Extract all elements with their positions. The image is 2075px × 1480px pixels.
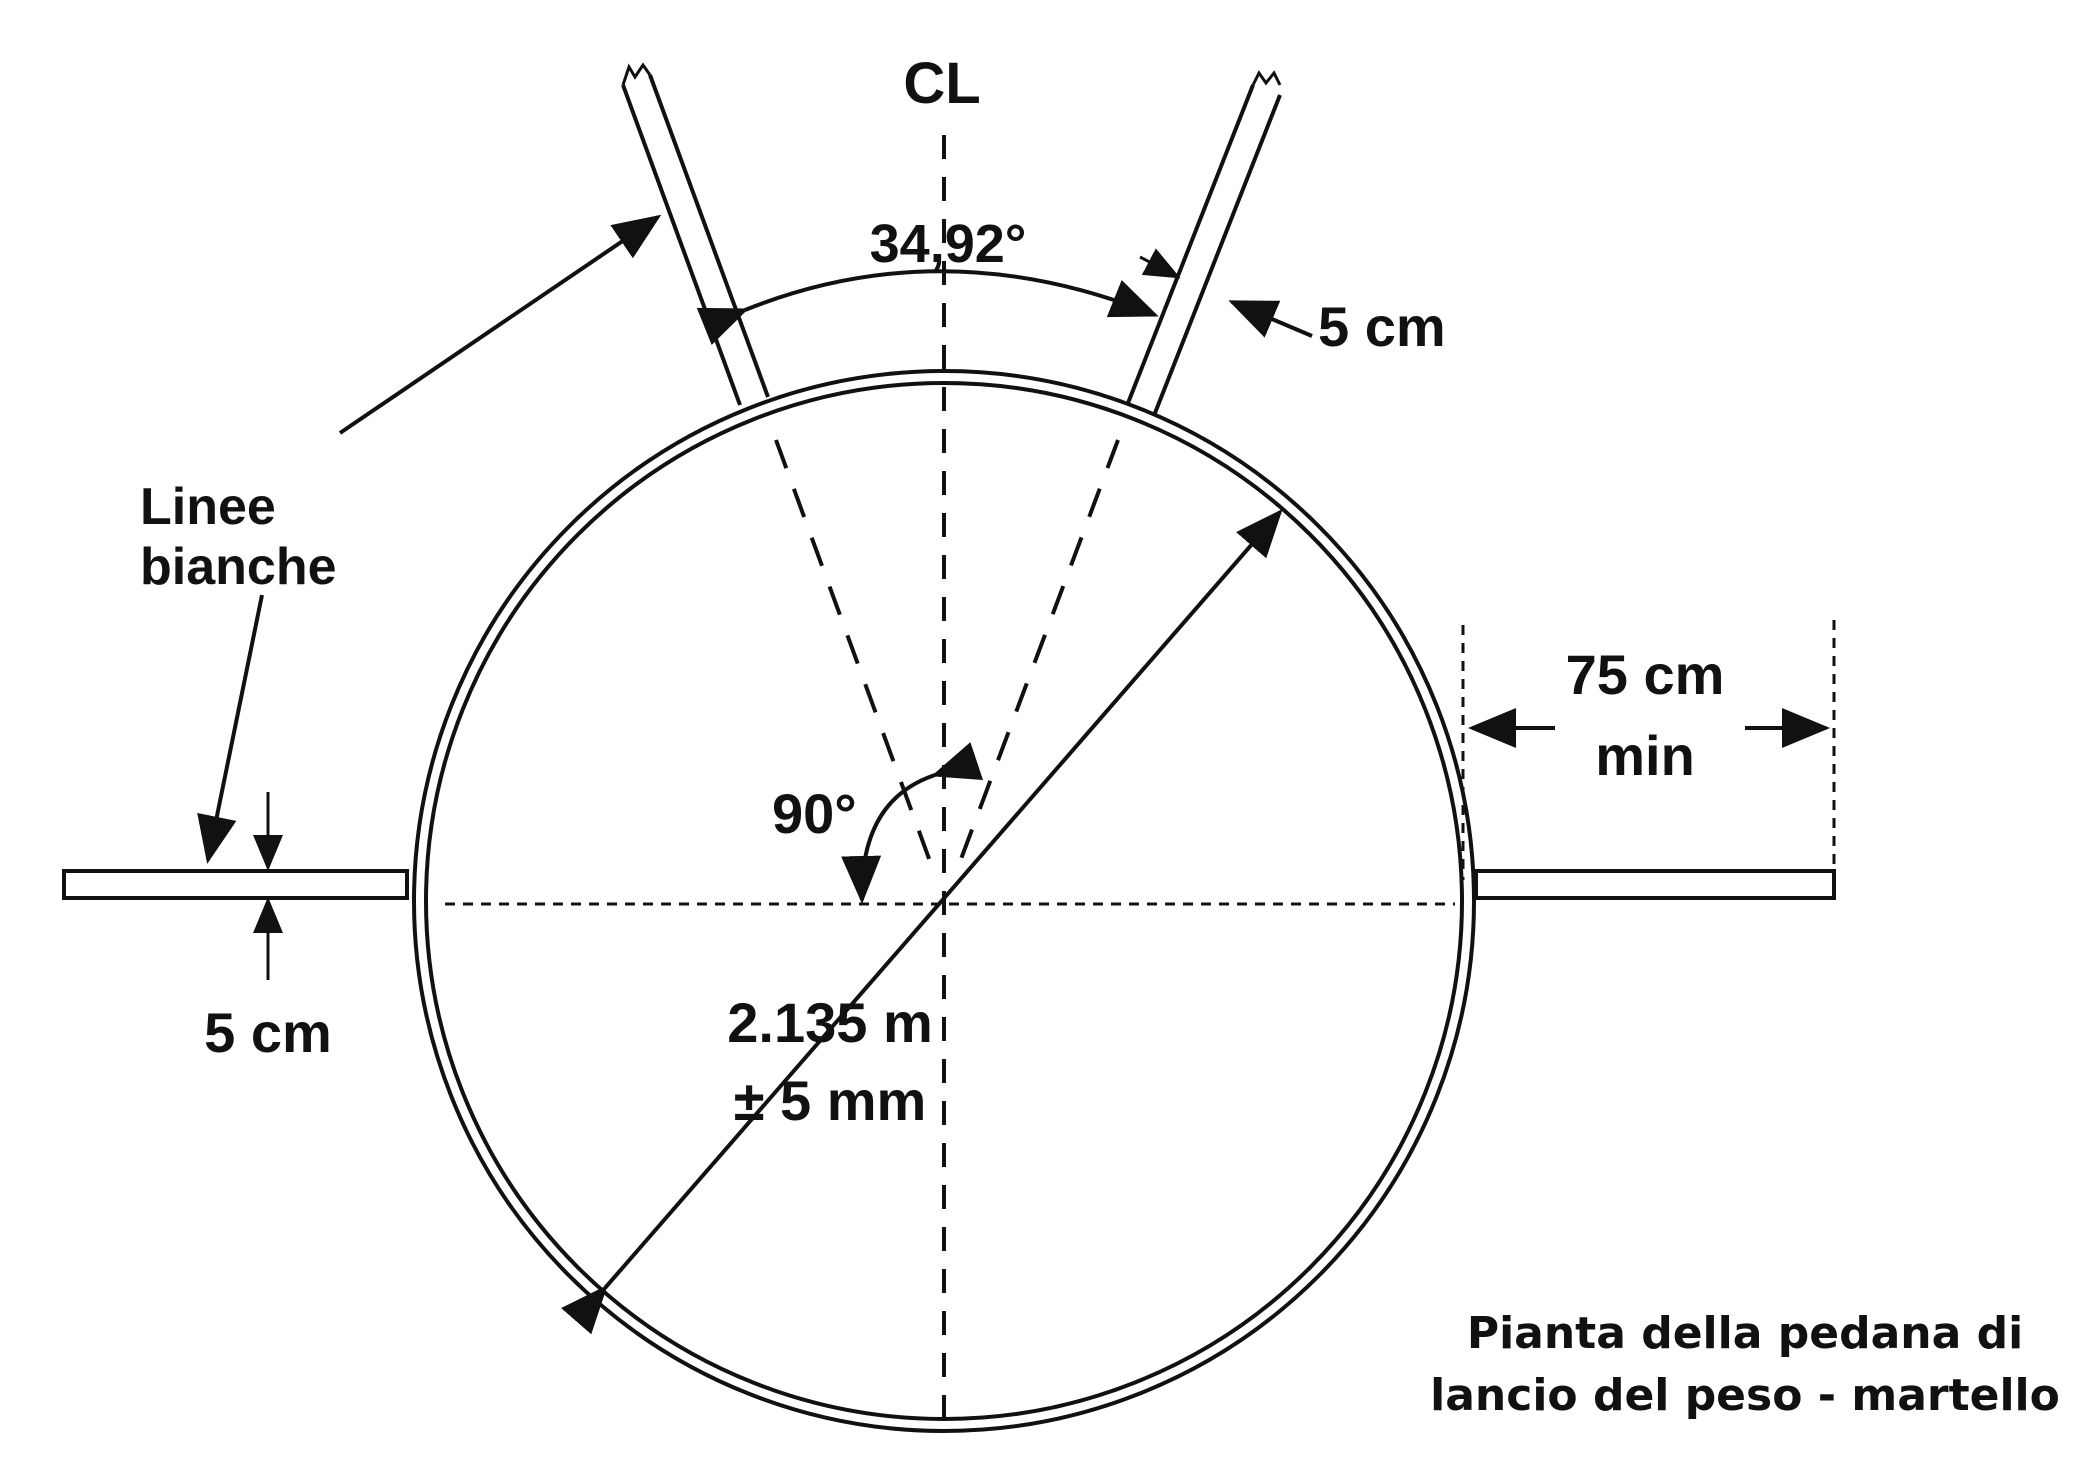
label-line-width-top: 5 cm <box>1318 295 1446 358</box>
right-angle-arc <box>841 742 984 904</box>
label-white-lines-2: bianche <box>140 538 337 596</box>
white-line-left <box>62 869 409 900</box>
white-lines-pointer-top <box>338 214 662 435</box>
caption-line-2: lancio del peso - martello <box>1430 1370 2060 1421</box>
label-centerline: CL <box>903 51 980 116</box>
label-white-lines-1: Linee <box>140 478 276 536</box>
circle-rim-outer <box>412 369 1476 1433</box>
label-line-width-left: 5 cm <box>204 1001 332 1064</box>
width-arrow-top-b <box>1228 300 1313 338</box>
caption-line-1: Pianta della pedana di <box>1467 1308 2023 1359</box>
white-lines-pointer-left <box>197 594 264 864</box>
sector-extension-right <box>953 439 1120 876</box>
white-line-right <box>1474 869 1836 900</box>
label-diameter-1: 2.135 m <box>727 991 933 1054</box>
label-extension-2: min <box>1595 724 1695 787</box>
label-sector-angle: 34,92° <box>870 214 1027 274</box>
label-right-angle: 90° <box>772 782 857 845</box>
width-arrow-top-a <box>1139 248 1181 279</box>
sector-angle-arc <box>696 269 1159 345</box>
label-extension-1: 75 cm <box>1566 643 1725 706</box>
sector-line-left <box>621 62 770 406</box>
diameter-arrow <box>561 508 1283 1335</box>
sector-line-right <box>1126 70 1282 414</box>
label-diameter-2: ± 5 mm <box>734 1069 927 1132</box>
